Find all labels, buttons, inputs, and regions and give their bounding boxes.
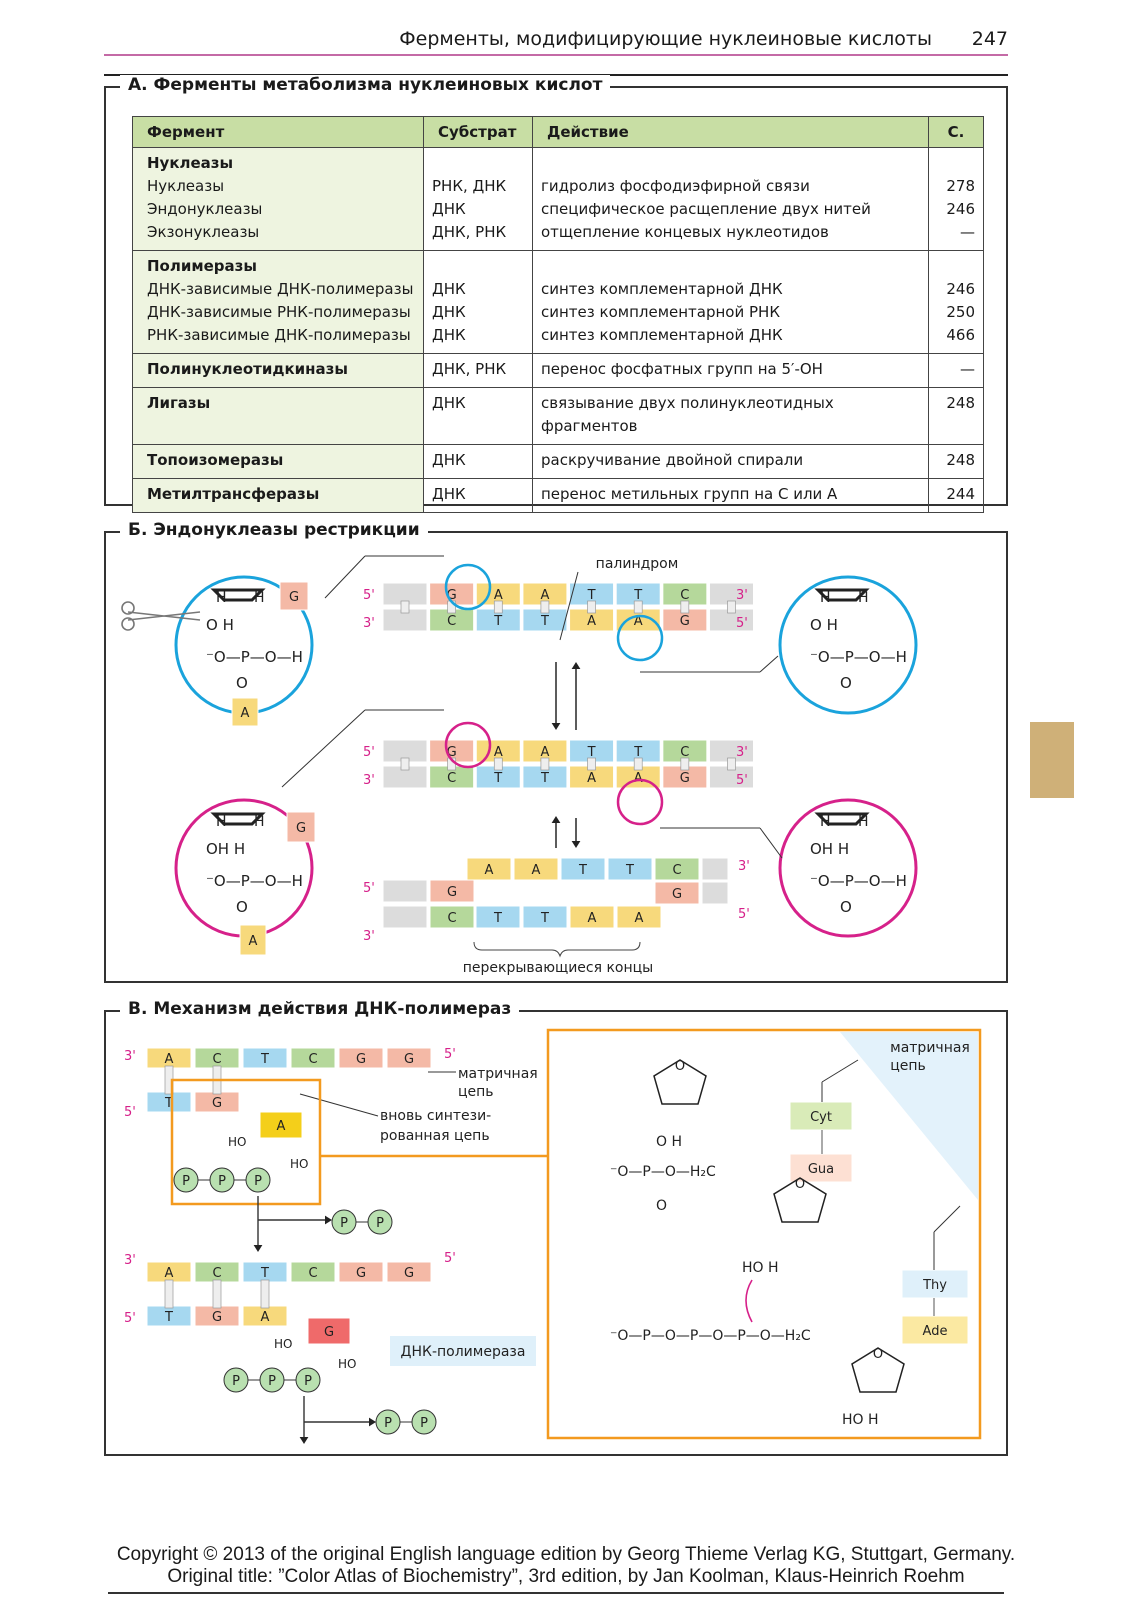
action: перенос метильных групп на С или А: [532, 478, 929, 513]
group-name: Нуклеазы: [147, 154, 234, 172]
substrate: ДНК: [432, 326, 466, 344]
page-number: 247: [971, 28, 1008, 50]
substrate: ДНК, РНК: [423, 353, 533, 388]
group-name: Топоизомеразы: [132, 444, 424, 479]
action: перенос фосфатных групп на 5′-ОН: [532, 353, 929, 388]
copyright-line-1: Copyright © 2013 of the original English…: [116, 1544, 1016, 1565]
page-ref: 466: [946, 326, 975, 344]
action: специфическое расщепление двух нитей: [541, 200, 871, 218]
chapter-tab: [1030, 722, 1074, 798]
group-name: Лигазы: [132, 387, 424, 445]
action: отщепление концевых нуклеотидов: [541, 223, 829, 241]
table-row: Полимеразы ДНК-зависимые ДНК-полимеразы …: [132, 250, 984, 354]
action: гидролиз фосфодиэфирной связи: [541, 177, 810, 195]
panel-c: В. Механизм действия ДНК-полимераз: [104, 999, 1008, 1456]
table-row: Топоизомеразы ДНК раскручивание двойной …: [132, 444, 984, 479]
col-substrate: Субстрат: [423, 116, 533, 148]
substrate: ДНК, РНК: [432, 223, 507, 241]
page-ref: —: [928, 353, 984, 388]
col-action: Действие: [532, 116, 929, 148]
substrate: РНК, ДНК: [432, 177, 507, 195]
table-row: Метилтрансферазы ДНК перенос метильных г…: [132, 478, 984, 513]
substrate: ДНК: [423, 387, 533, 445]
substrate: ДНК: [423, 444, 533, 479]
table-row: Лигазы ДНК связывание двух полинуклеотид…: [132, 387, 984, 445]
page-ref: 244: [928, 478, 984, 513]
page-ref: 248: [928, 387, 984, 445]
substrate: ДНК: [432, 303, 466, 321]
group-name: Полимеразы: [147, 257, 257, 275]
panel-b: Б. Эндонуклеазы рестрикции: [104, 520, 1008, 983]
page-ref: 278: [946, 177, 975, 195]
enzyme-name: Эндонуклеазы: [147, 200, 263, 218]
enzyme-name: ДНК-зависимые ДНК-полимеразы: [147, 280, 414, 298]
page-ref: 246: [946, 200, 975, 218]
enzyme-name: РНК-зависимые ДНК-полимеразы: [147, 326, 411, 344]
substrate: ДНК: [432, 200, 466, 218]
col-page: С.: [928, 116, 984, 148]
panel-a-title: А. Ферменты метаболизма нуклеиновых кисл…: [120, 75, 611, 95]
group-name: Полинуклеотидкиназы: [132, 353, 424, 388]
substrate: ДНК: [423, 478, 533, 513]
enzyme-name: Нуклеазы: [147, 177, 225, 195]
action: связывание двух полинуклеотидных фрагмен…: [532, 387, 929, 445]
page-ref: 250: [946, 303, 975, 321]
footer-rule: [108, 1592, 1004, 1594]
action: синтез комплементарной ДНК: [541, 280, 783, 298]
col-enzyme: Фермент: [132, 116, 424, 148]
substrate: ДНК: [432, 280, 466, 298]
table-header-row: Фермент Субстрат Действие С.: [132, 116, 984, 148]
enzyme-name: ДНК-зависимые РНК-полимеразы: [147, 303, 411, 321]
page-ref: 246: [946, 280, 975, 298]
enzyme-name: Экзонуклеазы: [147, 223, 260, 241]
running-title: Ферменты, модифицирующие нуклеиновые кис…: [399, 28, 932, 50]
table-row: Полинуклеотидкиназы ДНК, РНК перенос фос…: [132, 353, 984, 388]
action: раскручивание двойной спирали: [532, 444, 929, 479]
panel-a: А. Ферменты метаболизма нуклеиновых кисл…: [104, 75, 1008, 513]
action: синтез комплементарной РНК: [541, 303, 780, 321]
running-header: Ферменты, модифицирующие нуклеиновые кис…: [104, 26, 1008, 56]
table-row: Нуклеазы Нуклеазы Эндонуклеазы Экзонукле…: [132, 147, 984, 251]
panel-c-title: В. Механизм действия ДНК-полимераз: [120, 999, 520, 1019]
panel-b-title: Б. Эндонуклеазы рестрикции: [120, 520, 428, 540]
action: синтез комплементарной ДНК: [541, 326, 783, 344]
page-ref: 248: [928, 444, 984, 479]
copyright-line-2: Original title: ”Color Atlas of Biochemi…: [167, 1566, 965, 1587]
group-name: Метилтрансферазы: [132, 478, 424, 513]
header-rule: [104, 54, 1008, 56]
enzyme-table: Фермент Субстрат Действие С. Нуклеазы Ну…: [132, 116, 984, 513]
page-ref: —: [960, 223, 975, 241]
